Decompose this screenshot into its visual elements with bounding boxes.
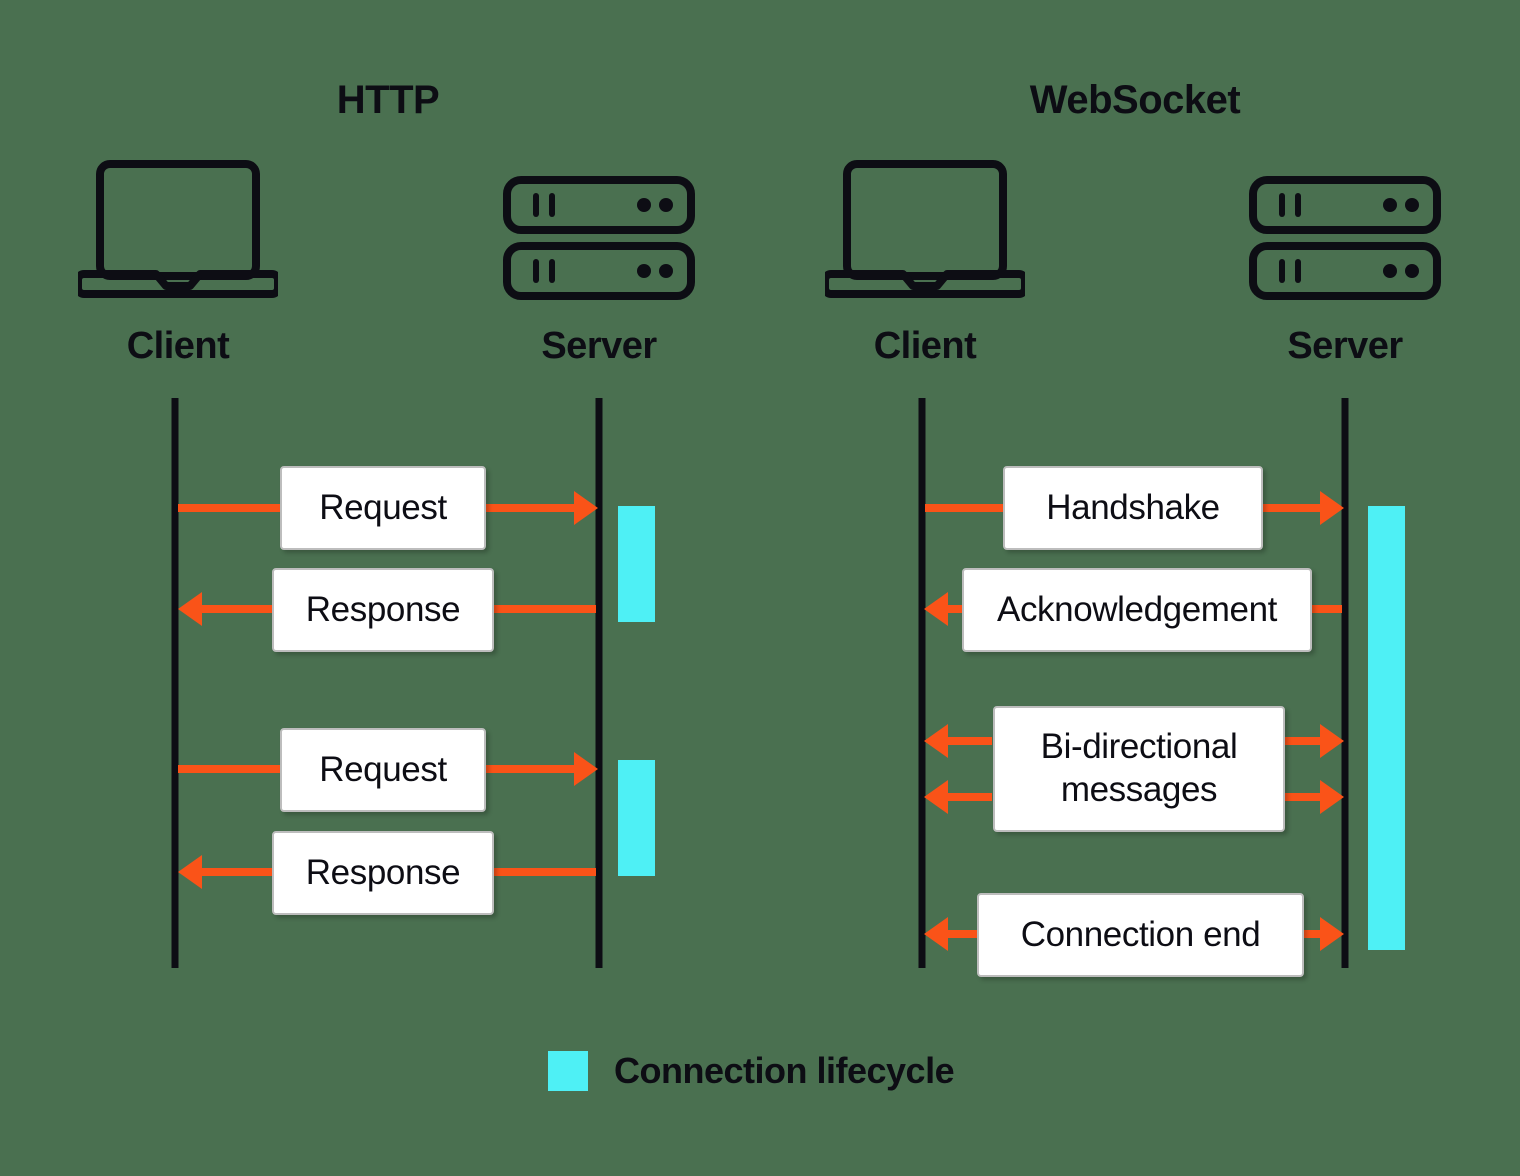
http-arrow-response-1-head [178, 592, 202, 626]
http-arrow-request-1-line [486, 504, 578, 512]
ws-arrow-ack-head [924, 592, 948, 626]
http-server-lifeline [595, 398, 603, 968]
http-section-title: HTTP [336, 78, 440, 122]
ws-lifecycle-bar [1368, 506, 1405, 950]
ws-message-bidirectional-line1: Bi-directional [1040, 727, 1238, 767]
laptop-icon [821, 158, 1029, 303]
ws-message-bidirectional: Bi-directional messages [993, 706, 1285, 832]
ws-message-acknowledgement: Acknowledgement [962, 568, 1312, 652]
ws-arrow-bidi-row1-right-line [1285, 737, 1324, 745]
ws-client-lifeline [918, 398, 926, 968]
ws-arrow-bidi-row2-right-line [1285, 793, 1324, 801]
ws-arrow-ack-line [948, 605, 968, 613]
legend-swatch-lifecycle [548, 1051, 588, 1091]
http-arrow-request-1-head [574, 491, 598, 525]
ws-arrow-bidi-row1-left-line [948, 737, 992, 745]
http-arrow-response-2-head [178, 855, 202, 889]
http-arrow-response-1-tail [492, 605, 596, 613]
server-rack-icon [1247, 176, 1443, 305]
ws-arrow-bidi-row1-left-head [924, 724, 948, 758]
http-lifecycle-bar-1 [618, 506, 655, 622]
legend: Connection lifecycle [548, 1050, 955, 1092]
server-rack-icon [501, 176, 697, 305]
http-arrow-response-2-tail [492, 868, 596, 876]
ws-arrow-ack-tail [1312, 605, 1342, 613]
ws-arrow-handshake-tail [925, 504, 1005, 512]
legend-label-lifecycle: Connection lifecycle [614, 1050, 955, 1091]
ws-server-label: Server [1287, 325, 1403, 367]
ws-client-label: Client [873, 325, 977, 367]
http-server-label: Server [541, 325, 657, 367]
http-message-response-1: Response [272, 568, 494, 652]
websocket-section-title: WebSocket [1029, 78, 1241, 122]
ws-arrow-bidi-row2-right-head [1320, 780, 1344, 814]
http-arrow-request-2-tail [178, 765, 286, 773]
ws-arrow-bidi-row2-left-head [924, 780, 948, 814]
laptop-icon [74, 158, 282, 303]
http-arrow-request-2-line [486, 765, 578, 773]
ws-arrow-handshake-head [1320, 491, 1344, 525]
http-client-label: Client [126, 325, 230, 367]
ws-arrow-bidi-row1-right-head [1320, 724, 1344, 758]
http-client-lifeline [171, 398, 179, 968]
ws-message-handshake: Handshake [1003, 466, 1263, 550]
ws-server-lifeline [1341, 398, 1349, 968]
http-lifecycle-bar-2 [618, 760, 655, 876]
ws-arrow-bidi-row2-left-line [948, 793, 992, 801]
http-message-response-2: Response [272, 831, 494, 915]
ws-arrow-connection-end-left-head [924, 917, 948, 951]
ws-message-connection-end: Connection end [977, 893, 1304, 977]
ws-message-bidirectional-line2: messages [1060, 770, 1218, 809]
ws-arrow-handshake-line [1262, 504, 1324, 512]
ws-arrow-connection-end-right-head [1320, 917, 1344, 951]
ws-arrow-connection-end-right-line [1304, 930, 1324, 938]
http-message-request-1: Request [280, 466, 486, 550]
http-arrow-request-2-head [574, 752, 598, 786]
http-message-request-2: Request [280, 728, 486, 812]
ws-arrow-connection-end-left-line [948, 930, 980, 938]
http-arrow-request-1-tail [178, 504, 286, 512]
